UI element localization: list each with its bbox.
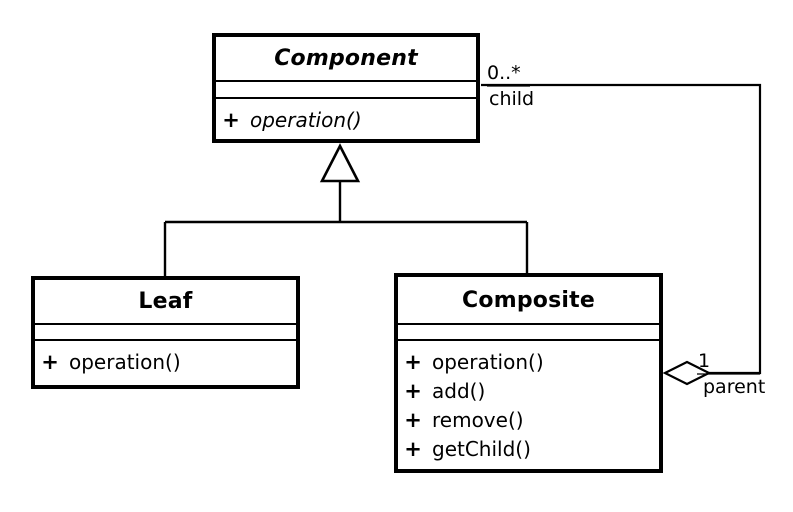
operation-row: + remove() bbox=[398, 405, 659, 434]
class-title-composite: Composite bbox=[398, 277, 659, 325]
visibility-marker: + bbox=[404, 378, 422, 403]
operation-row: + add() bbox=[398, 376, 659, 405]
class-attributes-component bbox=[216, 82, 476, 99]
class-operations-composite: + operation() + add() + remove() + getCh… bbox=[398, 341, 659, 469]
operation-row: + operation() bbox=[216, 105, 476, 134]
operation-name: add() bbox=[432, 378, 486, 403]
class-box-component[interactable]: Component + operation() bbox=[212, 33, 480, 143]
class-title-leaf: Leaf bbox=[35, 280, 296, 325]
role-label-child: child bbox=[489, 88, 535, 110]
class-box-composite[interactable]: Composite + operation() + add() + remove… bbox=[394, 273, 663, 473]
operation-name: operation() bbox=[432, 349, 544, 374]
visibility-marker: + bbox=[41, 349, 59, 374]
class-attributes-leaf bbox=[35, 325, 296, 341]
operation-row: + operation() bbox=[398, 347, 659, 376]
class-operations-component: + operation() bbox=[216, 99, 476, 139]
multiplicity-label-parent: 1 bbox=[698, 350, 711, 372]
visibility-marker: + bbox=[404, 407, 422, 432]
role-label-parent: parent bbox=[703, 376, 766, 398]
visibility-marker: + bbox=[404, 349, 422, 374]
class-attributes-composite bbox=[398, 325, 659, 341]
visibility-marker: + bbox=[404, 436, 422, 461]
generalization-edge-group bbox=[163, 143, 529, 277]
multiplicity-label-child: 0..* bbox=[487, 62, 521, 84]
class-operations-leaf: + operation() bbox=[35, 341, 296, 385]
visibility-marker: + bbox=[222, 107, 240, 132]
operation-name: operation() bbox=[69, 349, 181, 374]
operation-row: + getChild() bbox=[398, 434, 659, 463]
aggregation-hollow-diamond bbox=[662, 360, 712, 386]
operation-name: getChild() bbox=[432, 436, 531, 461]
aggregation-edge-group bbox=[481, 83, 762, 386]
operation-name: remove() bbox=[432, 407, 524, 432]
class-box-leaf[interactable]: Leaf + operation() bbox=[31, 276, 300, 389]
class-title-component: Component bbox=[216, 37, 476, 82]
operation-row: + operation() bbox=[35, 347, 296, 376]
generalization-triangle-arrowhead bbox=[319, 143, 361, 183]
operation-name: operation() bbox=[250, 107, 362, 132]
